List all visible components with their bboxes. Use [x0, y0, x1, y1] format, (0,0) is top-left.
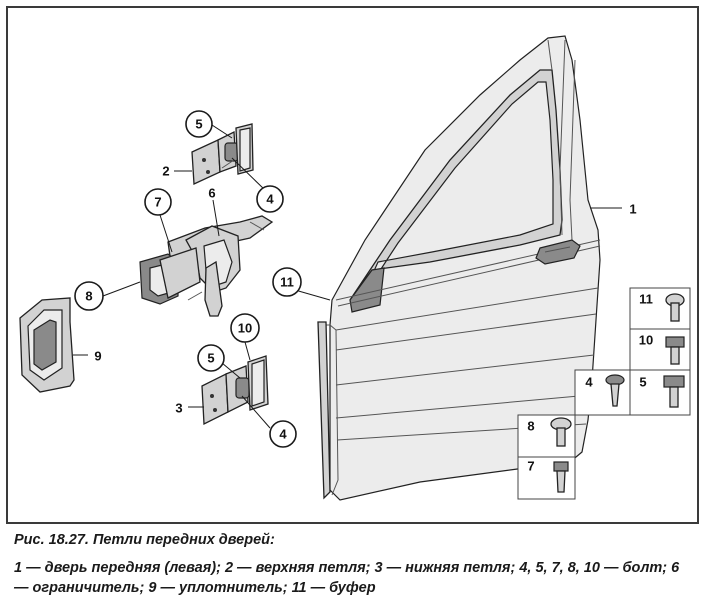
callout-6-label: 6 — [208, 186, 215, 201]
inset-label-4: 4 — [585, 375, 593, 390]
callout-7-label: 7 — [154, 195, 161, 210]
callout-5-upper: 5 — [185, 110, 213, 138]
caption-title: Рис. 18.27. Петли передних дверей: — [14, 532, 275, 548]
callout-1: 1 — [629, 202, 636, 217]
upper-hinge — [191, 123, 254, 185]
figure-caption: Рис. 18.27. Петли передних дверей: 1 — д… — [14, 532, 694, 598]
callout-10: 10 — [230, 313, 260, 343]
callout-2: 2 — [162, 164, 169, 179]
inset-label-5: 5 — [639, 375, 646, 390]
callout-3: 3 — [175, 401, 182, 416]
callout-2-label: 2 — [162, 164, 169, 179]
callout-8-label: 8 — [85, 289, 92, 304]
callout-9: 9 — [94, 349, 101, 364]
callout-5-lower: 5 — [197, 344, 225, 372]
door-check-strap — [139, 215, 274, 317]
callout-11: 11 — [272, 267, 302, 297]
hinge-diagram: 11 10 4 5 8 7 1 5 — [19, 35, 691, 501]
inset-cell-10 — [629, 328, 691, 371]
bolt-icon — [605, 374, 625, 407]
bolt-inset: 11 10 4 5 8 7 — [517, 287, 691, 500]
bolt-icon — [663, 375, 685, 408]
front-door — [317, 35, 601, 501]
callout-7: 7 — [144, 188, 172, 216]
inset-label-8: 8 — [527, 419, 534, 434]
callout-9-label: 9 — [94, 349, 101, 364]
bolt-icon — [550, 417, 572, 447]
inset-label-11: 11 — [639, 292, 653, 307]
callout-8: 8 — [74, 281, 104, 311]
callout-10-label: 10 — [238, 321, 252, 336]
callout-5-lower-label: 5 — [207, 351, 214, 366]
callout-5-upper-label: 5 — [195, 117, 202, 132]
caption-legend: 1 — дверь передняя (левая); 2 — верхняя … — [14, 560, 680, 596]
callout-4-upper: 4 — [256, 185, 284, 213]
callout-4-upper-label: 4 — [266, 192, 274, 207]
callout-4-lower-label: 4 — [279, 427, 287, 442]
bolt-icon — [665, 336, 685, 365]
lower-hinge — [201, 355, 269, 426]
inset-label-7: 7 — [527, 459, 534, 474]
callout-4-lower: 4 — [269, 420, 297, 448]
inset-label-10: 10 — [639, 333, 653, 348]
seal — [19, 297, 75, 393]
callout-1-label: 1 — [629, 202, 636, 217]
leader-lines — [73, 124, 622, 429]
bolt-icon — [553, 461, 569, 493]
callout-6: 6 — [208, 186, 215, 201]
buffer-icon — [665, 293, 685, 322]
callout-11-label: 11 — [280, 275, 294, 290]
callout-3-label: 3 — [175, 401, 182, 416]
